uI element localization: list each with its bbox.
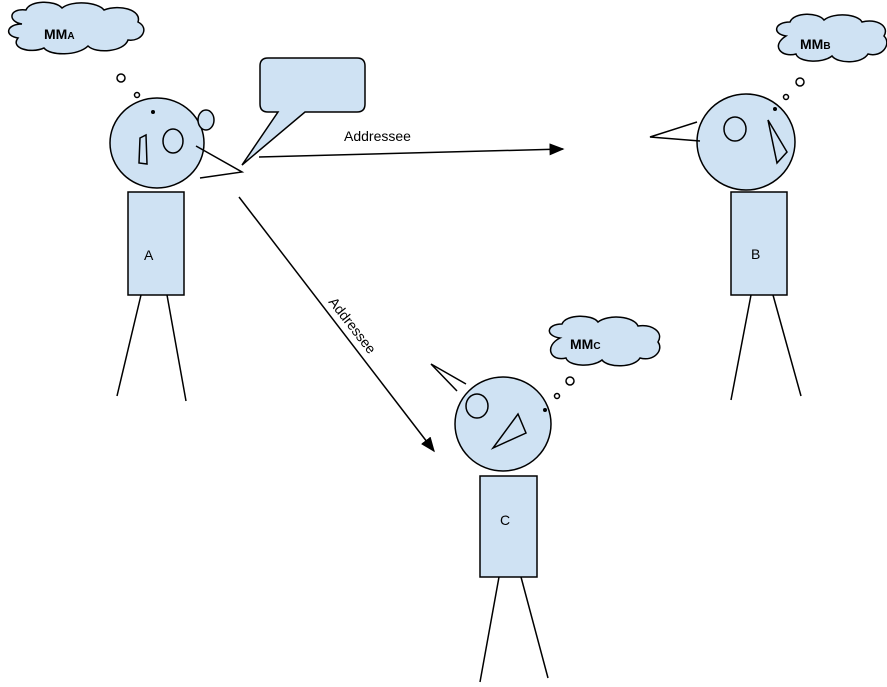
body-a [127,191,185,296]
edge-a-to-c: Addressee [238,196,435,453]
thought-cloud-c: MMC [548,315,661,400]
legs-c [479,576,549,683]
body-c [479,475,538,578]
eye-b [723,116,747,142]
nose-c [490,412,527,450]
thought-cloud-b: MMB [776,13,887,101]
head-c [454,376,552,472]
edge-label-a-to-c: Addressee [326,294,380,357]
eye-c [465,393,489,419]
edge-a-to-b: Addressee [258,128,565,158]
label-b: B [751,246,760,262]
body-b [730,191,788,296]
mouth-c [430,363,467,392]
nose-a [138,133,148,165]
person-c: MMC C [430,315,661,683]
thought-label-a: MMA [44,26,75,42]
label-c: C [500,512,510,528]
speech-bubble [241,57,366,166]
ear-a [197,109,215,131]
edge-label-a-to-b: Addressee [344,128,411,144]
thought-label-c: MMC [570,336,601,352]
person-a: MMA A [8,1,245,402]
legs-a [116,294,187,402]
mouth-b [649,121,701,142]
thought-cloud-a: MMA [8,1,145,99]
head-a [109,97,205,189]
eye-a [162,128,184,154]
thought-label-b: MMB [800,36,831,52]
nose-b [767,119,788,165]
label-a: A [144,247,154,263]
mouth-a [195,145,245,179]
legs-b [730,294,802,401]
head-b [696,93,796,191]
person-b: MMB B [649,13,887,401]
